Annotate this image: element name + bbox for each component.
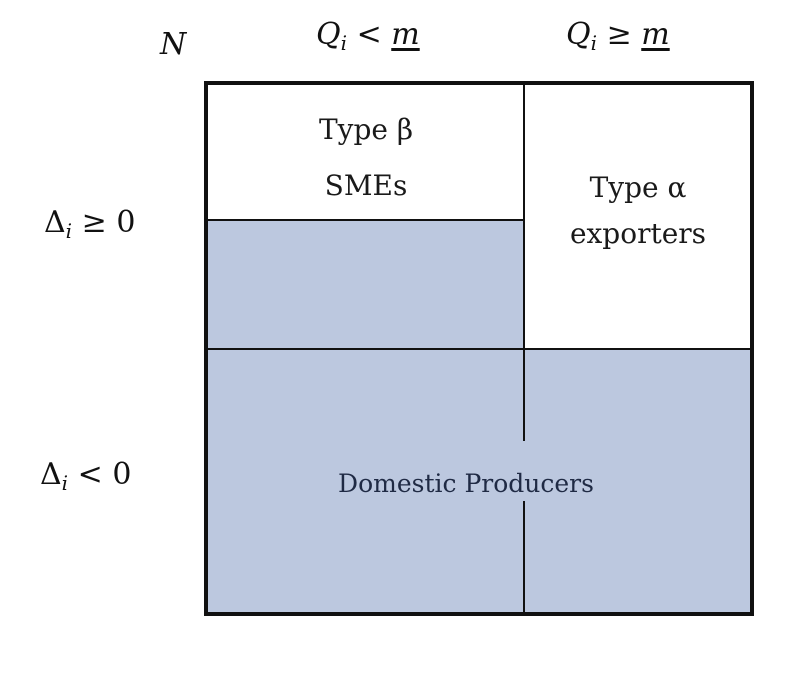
shaded-region-upper-left: [208, 221, 523, 349]
horizontal-divider-middle: [208, 348, 750, 350]
vertical-divider-bottom-upper: [523, 349, 525, 441]
type-beta-title: Type β: [318, 113, 414, 146]
row-header-delta-negative: Δi < 0: [40, 457, 132, 495]
vertical-divider-bottom-lower: [523, 501, 525, 612]
type-alpha-exporters: exporters: [569, 217, 707, 250]
column-header-q-below-m: Qi < m: [316, 17, 420, 55]
vertical-divider-top: [523, 85, 525, 349]
row-header-delta-nonnegative: Δi ≥ 0: [44, 205, 136, 243]
shaded-region-bottom: [208, 349, 750, 612]
corner-label-n: N: [160, 27, 187, 62]
type-beta-smes: SMEs: [324, 169, 408, 202]
domestic-producers-label: Domestic Producers: [338, 469, 594, 498]
type-alpha-title: Type α: [589, 171, 687, 204]
column-header-q-at-least-m: Qi ≥ m: [566, 17, 670, 55]
horizontal-divider-beta: [208, 219, 525, 221]
classification-grid: Type β SMEs Type α exporters Domestic Pr…: [204, 81, 754, 616]
